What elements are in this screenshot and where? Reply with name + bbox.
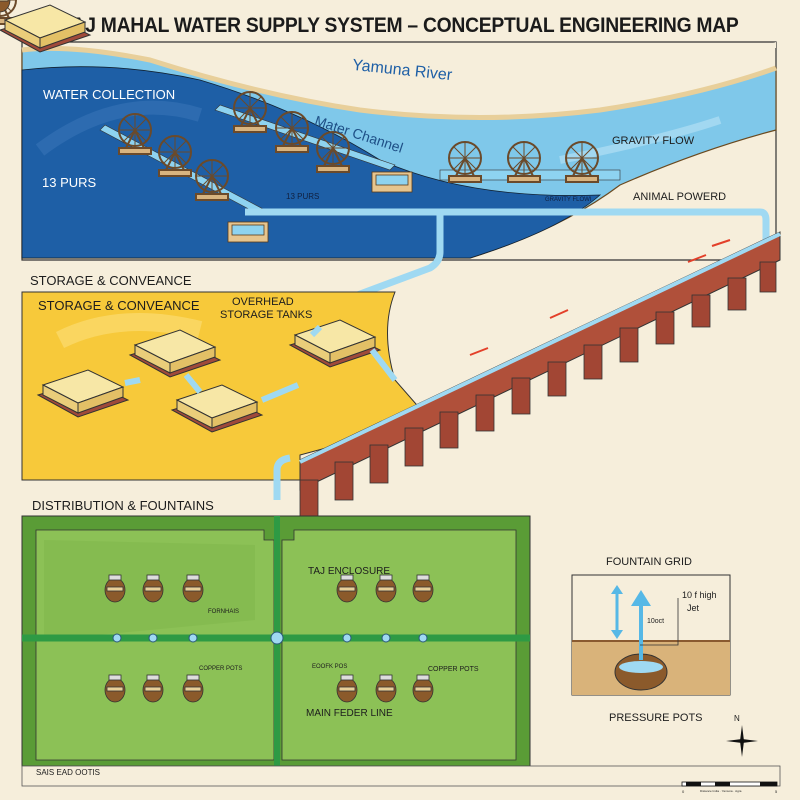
gravity-flow-small-label: GRAVITY FLOWI: [545, 197, 592, 203]
fountain-grid-diagram: [571, 574, 731, 696]
overhead-tanks-label-1: OVERHEAD: [232, 296, 294, 308]
purs-label: 13 PURS: [42, 175, 97, 190]
gravity-flow-label: GRAVITY FLOW: [612, 135, 695, 147]
compass-north-label: N: [734, 714, 740, 723]
fountain-grid-heading: FOUNTAIN GRID: [606, 556, 692, 568]
purs-small-label: 13 PURS: [286, 192, 320, 201]
storage-outer-heading: STORAGE & CONVEANCE: [30, 273, 192, 288]
scale-bar: [681, 781, 778, 787]
pressure-pots-label: PRESSURE POTS: [609, 712, 703, 724]
compass-rose-icon: [726, 725, 758, 757]
fountains-label: FORNHAIS: [208, 609, 240, 615]
scale-start: 0: [682, 789, 685, 794]
arrow-label: 10oct: [647, 618, 665, 625]
distribution-heading: DISTRIBUTION & FOUNTAINS: [32, 498, 214, 513]
storage-inner-heading: STORAGE & CONVEANCE: [38, 298, 200, 313]
taj-enclosure-label: TAJ ENCLOSURE: [308, 566, 391, 577]
copper-pots-mid-label: EOOFK POS: [312, 664, 348, 670]
copper-pots-left-label: COPPER POTS: [199, 666, 243, 672]
overhead-tanks-label-2: STORAGE TANKS: [220, 309, 313, 321]
map-title: TAJ MAHAL WATER SUPPLY SYSTEM – CONCEPTU…: [61, 14, 739, 37]
aqueduct: [273, 231, 781, 521]
scale-caption: Distance India · Yamuna · Agra: [700, 789, 742, 793]
jet-label-2: Jet: [687, 603, 700, 613]
animal-powered-label: ANIMAL POWERD: [633, 191, 727, 203]
water-collection-heading: WATER COLLECTION: [43, 87, 176, 102]
copper-pots: [0, 0, 434, 703]
main-feeder-label: MAIN FEDER LINE: [306, 708, 393, 719]
storage-panel: [0, 4, 431, 481]
distribution-panel: [0, 0, 781, 787]
jet-label-1: 10 f high: [682, 590, 717, 600]
copper-pots-right-label: COPPER POTS: [428, 666, 479, 673]
storage-tanks: [0, 4, 381, 433]
scale-end: 5: [775, 789, 778, 794]
footer-caption: SAIS EAD OOTIS: [36, 768, 101, 777]
